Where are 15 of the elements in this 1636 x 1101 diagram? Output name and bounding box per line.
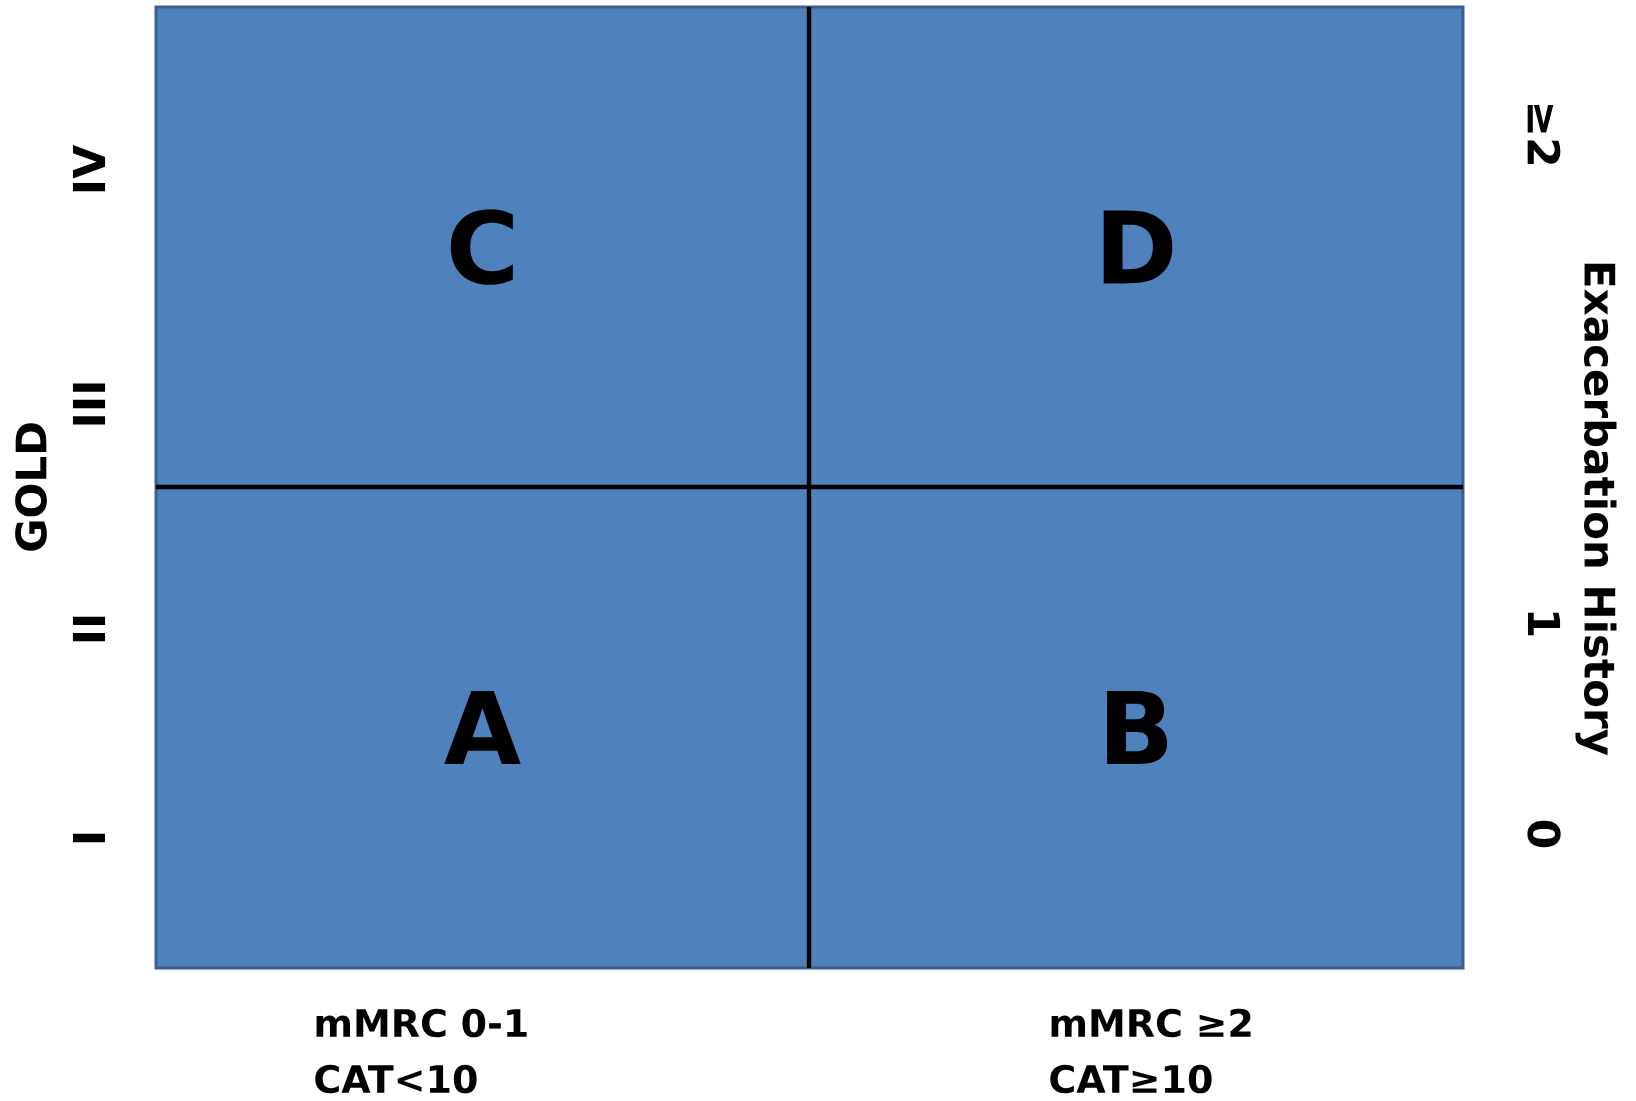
- axis-tick-label: 0: [1527, 820, 1561, 848]
- axis-category-label: mMRC ≥2 CAT≥10: [1050, 1008, 1251, 1094]
- axis-tick-label: IV: [72, 145, 106, 192]
- axis-title: GOLD: [15, 423, 47, 551]
- axis-tick-label: 1: [1528, 612, 1561, 636]
- axis-title: Exacerbation History: [1575, 263, 1617, 756]
- quadrant-box: D: [809, 7, 1463, 487]
- quadrant-box: C: [156, 7, 809, 487]
- axis-tick-label: III: [72, 383, 106, 425]
- axis-tick-label: II: [72, 616, 106, 642]
- quadrant-box: B: [809, 487, 1463, 968]
- axis-tick-label: I: [72, 833, 106, 843]
- axis-category-label: mMRC 0-1 CAT<10: [315, 1008, 527, 1094]
- axis-tick-label: ≥2: [1527, 104, 1561, 164]
- quadrant-box: A: [156, 487, 809, 968]
